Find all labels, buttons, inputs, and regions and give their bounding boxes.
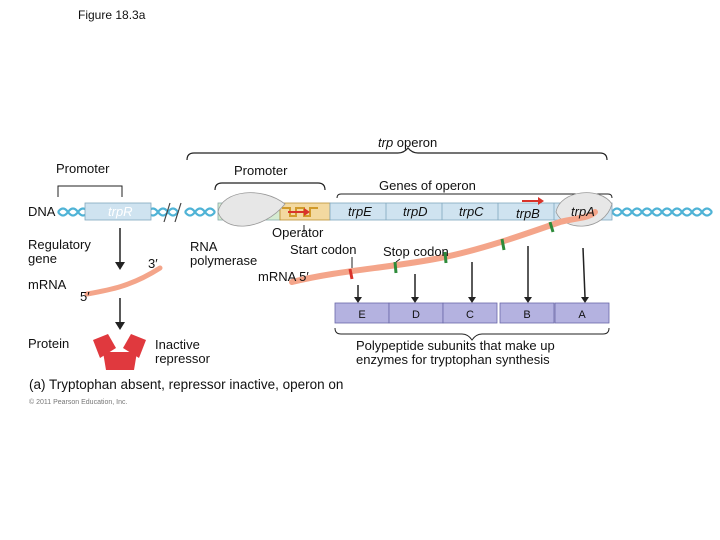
operon-mrna-strand [289, 209, 598, 285]
dna-label: DNA [28, 204, 56, 219]
arrows [119, 228, 586, 322]
polypeptide-box-b [499, 302, 555, 324]
trpB-label: trpB [516, 206, 540, 221]
promoter-bracket-right [214, 182, 326, 191]
trp-operon-label: trp operon [378, 136, 437, 150]
dna-helix-right [184, 207, 713, 217]
trpR-label: trpR [108, 204, 133, 219]
polypeptide-label-c: C [466, 309, 474, 321]
trp-operon-bracket [186, 147, 608, 161]
start-codon-label: Start codon [290, 242, 357, 257]
arrowheads [115, 262, 589, 330]
rna-polymerase-label: RNA polymerase [190, 239, 258, 268]
dna-break-marks [163, 202, 182, 223]
panel-caption: (a) Tryptophan absent, repressor inactiv… [29, 377, 344, 392]
three-prime-label: 3′ [148, 256, 158, 271]
five-prime-label: 5′ [80, 289, 90, 304]
codon-marks [348, 221, 555, 280]
polypeptide-box-c [442, 302, 498, 324]
trpA-label: trpA [571, 204, 595, 219]
mrna-5-label: mRNA 5′ [258, 269, 309, 284]
polypeptide-box-a [554, 302, 610, 324]
polypeptide-label-e: E [358, 309, 365, 321]
promoter-label-left: Promoter [56, 161, 110, 176]
polypeptide-label-a: A [578, 309, 586, 321]
promoter-bracket-left [57, 185, 123, 197]
rna-polymerase-left [217, 192, 286, 227]
stop-codon-label: Stop codon [383, 244, 449, 259]
regulatory-gene-label: Regulatory gene [28, 237, 91, 266]
trpR-gene-box [84, 202, 152, 221]
trp-italic-label: trp [378, 135, 394, 150]
trpE-label: trpE [348, 204, 372, 219]
polypeptide-label-b: B [523, 309, 530, 321]
operon-genes-box [329, 202, 613, 221]
repressor-protein-icon [93, 334, 146, 370]
regulatory-mrna-strand [84, 265, 163, 297]
copyright-text: © 2011 Pearson Education, Inc. [29, 399, 128, 406]
trpD-label: trpD [403, 204, 428, 219]
inactive-repressor-label: Inactive repressor [155, 337, 210, 366]
promoter-label-right: Promoter [234, 163, 288, 178]
polypeptide-bracket [334, 327, 610, 341]
stop-codon-pointer [395, 258, 401, 263]
mrna-label-left: mRNA [28, 277, 67, 292]
operon-word-label: operon [393, 135, 438, 150]
genes-of-operon-bracket [336, 193, 613, 199]
polypeptide-caption: Polypeptide subunits that make up enzyme… [356, 338, 555, 367]
trpC-label: trpC [459, 204, 484, 219]
genes-of-operon-label: Genes of operon [379, 178, 476, 193]
protein-label: Protein [28, 336, 70, 351]
figure-title: Figure 18.3a [78, 8, 146, 22]
operator-label: Operator [272, 225, 324, 240]
polypeptide-label-d: D [412, 309, 420, 321]
